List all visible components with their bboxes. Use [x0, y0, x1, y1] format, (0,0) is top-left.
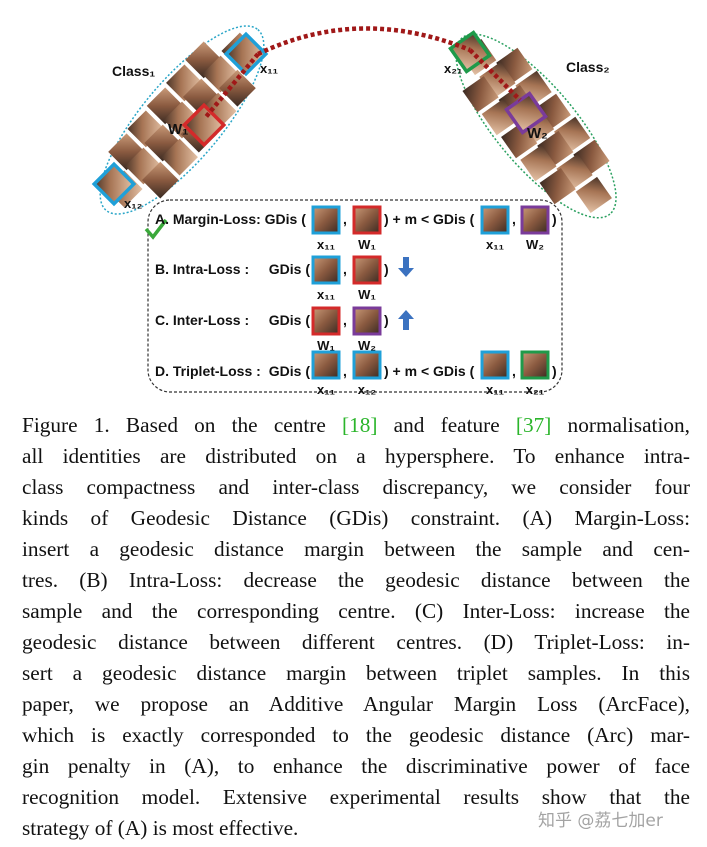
geodesic-arc [257, 26, 471, 57]
loss-box [147, 199, 563, 393]
row-d-gdis: GDis ( [269, 363, 311, 379]
row-c-face1-label: W₁ [317, 338, 335, 353]
face-thumbnail [501, 122, 538, 159]
row-c-face2 [352, 306, 382, 336]
x12-label: x₁₂ [124, 196, 143, 211]
comma: , [343, 312, 347, 328]
caption-text: and feature [377, 413, 516, 437]
caption-text: Figure 1. Based on the centre [22, 413, 343, 437]
comma: , [343, 261, 347, 277]
face-thumbnail [462, 76, 499, 113]
row-a-end: ) [552, 211, 557, 227]
face-thumbnail [539, 167, 576, 205]
class1-label: Class₁ [112, 63, 155, 79]
figure-1: Class₁ Class₂ x₁₁ x₁₂ x₂₁ W₁ W₂ A. Margi… [91, 25, 617, 397]
row-b-gdis: GDis ( [269, 261, 311, 277]
row-a-x11-face-label: x₁₁ [317, 237, 335, 252]
row-d-x11-face-label: x₁₁ [317, 382, 335, 397]
row-b-face2-label: W₁ [358, 287, 376, 302]
face-thumbnail [575, 176, 612, 214]
row-c-face2-label: W₂ [358, 338, 376, 353]
row-a-w1-face [352, 205, 382, 235]
x12-face [91, 161, 137, 207]
row-a-w2-face-label: W₂ [526, 237, 544, 252]
row-a-w2-face [520, 205, 550, 235]
caption-line: insert a geodesic distance margin betwee… [22, 537, 690, 561]
row-c-face1 [311, 306, 341, 336]
row-d-x21-face [520, 350, 550, 380]
row-b-face2 [352, 255, 382, 285]
face-thumbnail [219, 69, 256, 107]
row-d-mid: ) + m < GDis ( [384, 363, 475, 379]
caption-line: class compactness and inter-class discre… [22, 475, 690, 499]
w1-centre-face [181, 102, 227, 148]
geodesic-arc-w2 [468, 48, 522, 102]
caption-line: recognition model. Extensive experimenta… [22, 785, 690, 809]
class2-label: Class₂ [566, 59, 610, 75]
face-thumbnail [141, 161, 179, 199]
row-d-label: D. Triplet-Loss : [155, 363, 261, 379]
row-b-end: ) [384, 261, 389, 277]
caption-text: normalisation, [551, 413, 690, 437]
watermark: 知乎 @荔七加er [538, 811, 663, 831]
row-d-x11b-face-label: x₁₁ [486, 382, 504, 397]
caption-line: kinds of Geodesic Distance (GDis) constr… [22, 506, 690, 530]
caption-line: strategy of (A) is most effective. [22, 816, 299, 840]
arrow-down-icon [398, 257, 414, 277]
row-d-end: ) [552, 363, 557, 379]
face-thumbnail [161, 138, 198, 176]
w2-centre-face [504, 91, 548, 135]
caption-line: gin penalty in (A), to enhance the discr… [22, 754, 690, 778]
w1-label: W₁ [168, 121, 188, 138]
row-c-gdis: GDis ( [269, 312, 311, 328]
row-c-end: ) [384, 312, 389, 328]
row-d-x12-face-label: x₁₂ [358, 382, 377, 397]
class1-ellipse [99, 25, 265, 215]
caption-line: geodesic distance between different cent… [22, 630, 690, 654]
arrow-up-icon [398, 310, 414, 330]
row-b-face1 [311, 255, 341, 285]
row-a-w1-face-label: W₁ [358, 237, 376, 252]
row-a-x11b-face [480, 205, 510, 235]
row-b-label: B. Intra-Loss : [155, 261, 249, 277]
caption-line: sample and the corresponding centre. (C)… [22, 599, 690, 623]
row-a-x11b-face-label: x₁₁ [486, 237, 504, 252]
row-c-label: C. Inter-Loss : [155, 312, 249, 328]
row-b-face1-label: x₁₁ [317, 287, 335, 302]
comma: , [343, 363, 347, 379]
caption-line: sert a geodesic distance margin between … [22, 661, 690, 685]
citation-link[interactable]: [18] [342, 413, 378, 437]
row-a-mid: ) + m < GDis ( [384, 211, 475, 227]
x11-face [223, 31, 269, 77]
x11-label: x₁₁ [260, 61, 278, 76]
caption-line: Figure 1. Based on the centre [18] and f… [22, 410, 690, 441]
row-a-x11-face [311, 205, 341, 235]
row-d-x21-face-label: x₂₁ [526, 382, 544, 397]
row-d-x12-face [352, 350, 382, 380]
caption-line: paper, we propose an Additive Angular Ma… [22, 692, 690, 716]
row-a-label: A. Margin-Loss: GDis ( [155, 211, 306, 227]
caption-line: which is exactly corresponded to the geo… [22, 723, 690, 747]
citation-link[interactable]: [37] [515, 413, 552, 437]
row-d-x11b-face [480, 350, 510, 380]
comma: , [512, 211, 516, 227]
row-d-x11-face [311, 350, 341, 380]
figure-caption: Figure 1. Based on the centre [18] and f… [22, 410, 690, 844]
caption-line: tres. (B) Intra-Loss: decrease the geode… [22, 568, 690, 592]
face-thumbnail [520, 145, 557, 182]
x21-label: x₂₁ [444, 61, 462, 76]
comma: , [512, 363, 516, 379]
w2-label: W₂ [527, 125, 548, 142]
caption-line: all identities are distributed on a hype… [22, 444, 690, 468]
comma: , [343, 211, 347, 227]
checkmark-icon [144, 218, 168, 240]
